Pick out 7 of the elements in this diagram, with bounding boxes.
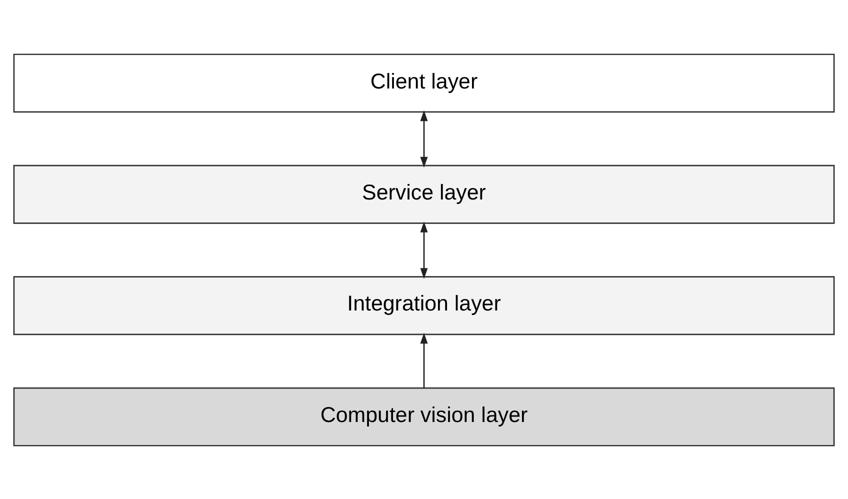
arrow <box>420 332 428 388</box>
node-box: Computer vision layer <box>13 386 835 446</box>
node-box: Client layer <box>13 53 835 112</box>
arrow <box>420 221 428 278</box>
arrow <box>420 110 428 168</box>
node-box: Integration layer <box>13 276 835 335</box>
node-box: Service layer <box>13 164 835 224</box>
